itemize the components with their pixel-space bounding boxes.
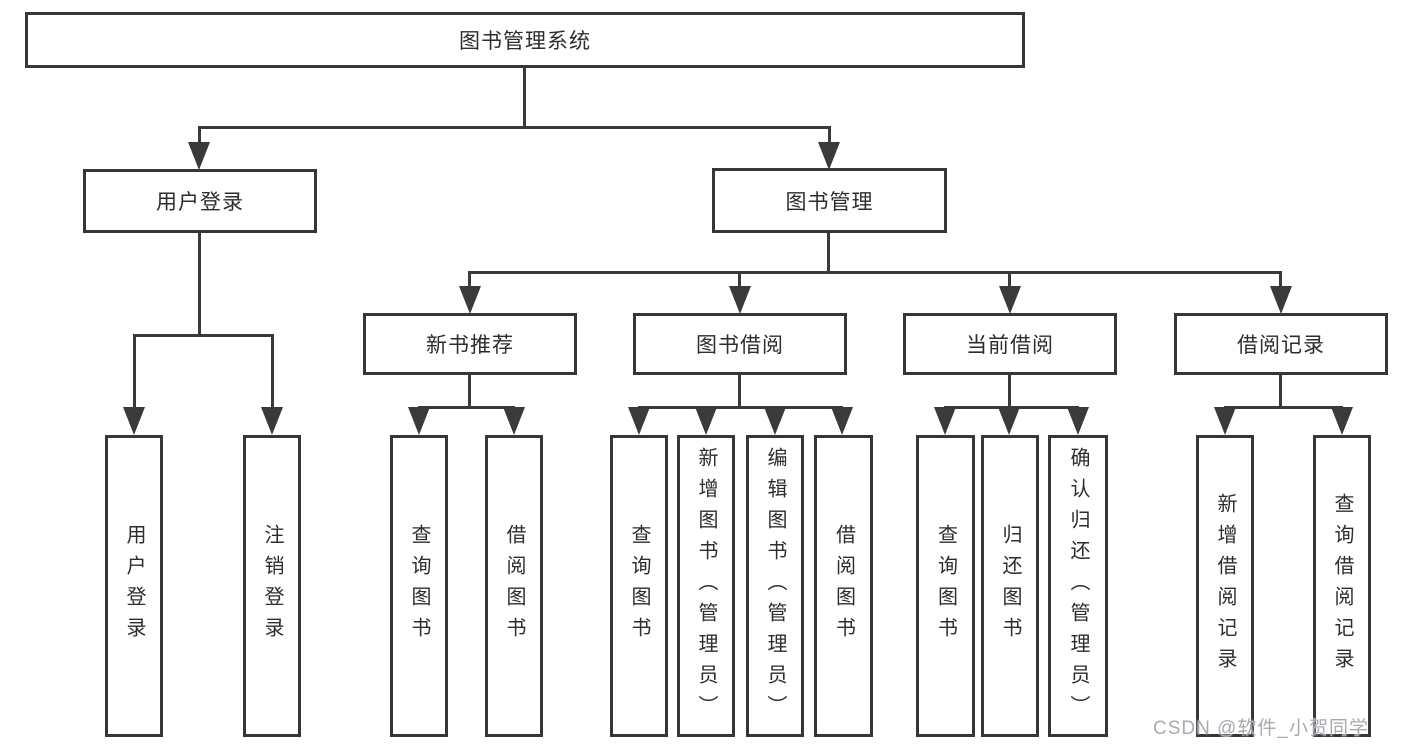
arrowhead-down — [459, 286, 481, 314]
arrowhead-down — [1331, 407, 1353, 435]
leaf-label: 借阅图书 — [503, 524, 525, 648]
arrowhead-down — [503, 407, 525, 435]
connector-root-right-drop — [828, 126, 831, 144]
connector-newbooks-stem — [468, 375, 471, 408]
connector-root-stem — [523, 68, 526, 128]
arrowhead-down — [999, 286, 1021, 314]
node-label: 借阅记录 — [1237, 334, 1325, 357]
arrowhead-down — [408, 407, 430, 435]
node-label: 用户登录 — [156, 191, 244, 214]
connector-mgmt-branch — [469, 271, 1282, 274]
leaf-add-borrow-record: 新增借阅记录 — [1196, 435, 1254, 737]
node-label: 图书管理系统 — [459, 30, 591, 53]
connector-records-branch — [1224, 406, 1343, 409]
arrowhead-down — [188, 142, 210, 170]
arrowhead-down — [998, 407, 1020, 435]
connector-newbooks-branch — [418, 406, 515, 409]
leaf-label: 查询图书 — [934, 524, 957, 648]
arrowhead-down — [729, 286, 751, 314]
leaf-borrow-books-recommend: 借阅图书 — [485, 435, 543, 737]
node-new-book-recommendation: 新书推荐 — [363, 313, 577, 375]
leaf-user-login: 用户登录 — [105, 435, 163, 737]
csdn-watermark: CSDN @软件_小贺同学 — [1153, 718, 1369, 739]
node-current-borrowing: 当前借阅 — [903, 313, 1117, 375]
leaf-query-books-current: 查询图书 — [916, 435, 975, 737]
arrowhead-down — [1270, 286, 1292, 314]
node-label: 图书借阅 — [696, 334, 784, 357]
connector-login-left-drop — [133, 334, 136, 408]
leaf-label: 归还图书 — [999, 524, 1021, 648]
leaf-label: 编辑图书（管理员） — [764, 446, 786, 726]
arrowhead-down — [818, 142, 840, 170]
arrowhead-down — [695, 407, 717, 435]
arrowhead-down — [123, 407, 145, 435]
node-book-borrowing: 图书借阅 — [633, 313, 847, 375]
arrowhead-down — [831, 407, 853, 435]
leaf-query-books-recommend: 查询图书 — [390, 435, 448, 737]
leaf-label: 查询图书 — [408, 524, 430, 648]
node-label: 新书推荐 — [426, 334, 514, 357]
arrowhead-down — [934, 407, 956, 435]
node-label: 图书管理 — [785, 190, 874, 214]
connector-records-stem — [1279, 375, 1282, 408]
connector-root-left-drop — [198, 126, 201, 144]
leaf-label: 查询图书 — [628, 524, 650, 648]
leaf-label: 新增图书（管理员） — [695, 446, 717, 726]
connector-mgmt-drop-2 — [738, 271, 741, 288]
leaf-return-book: 归还图书 — [981, 435, 1039, 737]
leaf-label: 用户登录 — [123, 524, 145, 648]
leaf-logout: 注销登录 — [243, 435, 301, 737]
connector-mgmt-drop-1 — [468, 271, 471, 288]
leaf-add-book-admin: 新增图书（管理员） — [677, 435, 735, 737]
leaf-label: 借阅图书 — [832, 524, 855, 648]
connector-login-branch — [133, 334, 274, 337]
node-borrowing-records: 借阅记录 — [1174, 313, 1388, 375]
arrowhead-down — [261, 407, 283, 435]
node-label: 当前借阅 — [966, 334, 1054, 357]
leaf-borrow-books: 借阅图书 — [814, 435, 873, 737]
leaf-label: 注销登录 — [261, 524, 283, 648]
connector-borrow-stem — [738, 375, 741, 408]
connector-mgmt-stem — [827, 233, 830, 274]
connector-mgmt-drop-3 — [1008, 271, 1011, 288]
node-book-management: 图书管理 — [712, 168, 947, 233]
arrowhead-down — [628, 407, 650, 435]
connector-mgmt-drop-4 — [1279, 271, 1282, 288]
leaf-edit-book-admin: 编辑图书（管理员） — [746, 435, 804, 737]
arrowhead-down — [764, 407, 786, 435]
leaf-label: 查询借阅记录 — [1331, 493, 1353, 679]
connector-login-stem — [198, 233, 201, 336]
connector-current-stem — [1008, 375, 1011, 408]
node-user-login: 用户登录 — [83, 169, 317, 233]
leaf-query-books-borrow: 查询图书 — [610, 435, 668, 737]
arrowhead-down — [1067, 407, 1089, 435]
node-library-management-system: 图书管理系统 — [25, 12, 1025, 68]
leaf-confirm-return-admin: 确认归还（管理员） — [1048, 435, 1108, 737]
leaf-label: 确认归还（管理员） — [1067, 446, 1089, 726]
leaf-label: 新增借阅记录 — [1214, 493, 1236, 679]
connector-borrow-branch — [638, 406, 843, 409]
arrowhead-down — [1214, 407, 1236, 435]
connector-login-right-drop — [271, 334, 274, 408]
leaf-query-borrow-record: 查询借阅记录 — [1313, 435, 1371, 737]
connector-root-branch — [198, 126, 831, 129]
